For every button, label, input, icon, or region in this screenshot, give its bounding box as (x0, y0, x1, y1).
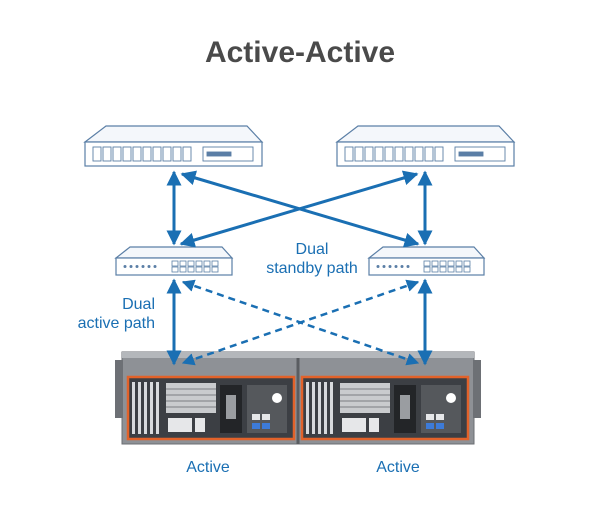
dual-standby-line2: standby path (266, 260, 358, 277)
storage-array-icon (115, 351, 481, 445)
path-host-right-switch-left (179, 170, 419, 248)
dual-active-line2: active path (77, 315, 155, 332)
switch-right-icon (367, 246, 486, 276)
dual-active-line1: Dual (122, 296, 155, 313)
controller-b (300, 375, 470, 441)
switch-left-icon (114, 246, 234, 276)
host-server-left-icon (83, 125, 264, 167)
dual-standby-path-label: Dual standby path (262, 240, 362, 278)
controller-a-label: Active (186, 459, 230, 476)
host-server-right-icon (335, 125, 516, 167)
dual-active-path-label: Dual active path (60, 295, 155, 333)
controller-a (126, 375, 296, 441)
controller-b-label: Active (376, 459, 420, 476)
standby-path-right-to-left (181, 279, 420, 366)
diagram-title: Active-Active (204, 36, 396, 69)
dual-standby-line1: Dual (295, 241, 329, 258)
